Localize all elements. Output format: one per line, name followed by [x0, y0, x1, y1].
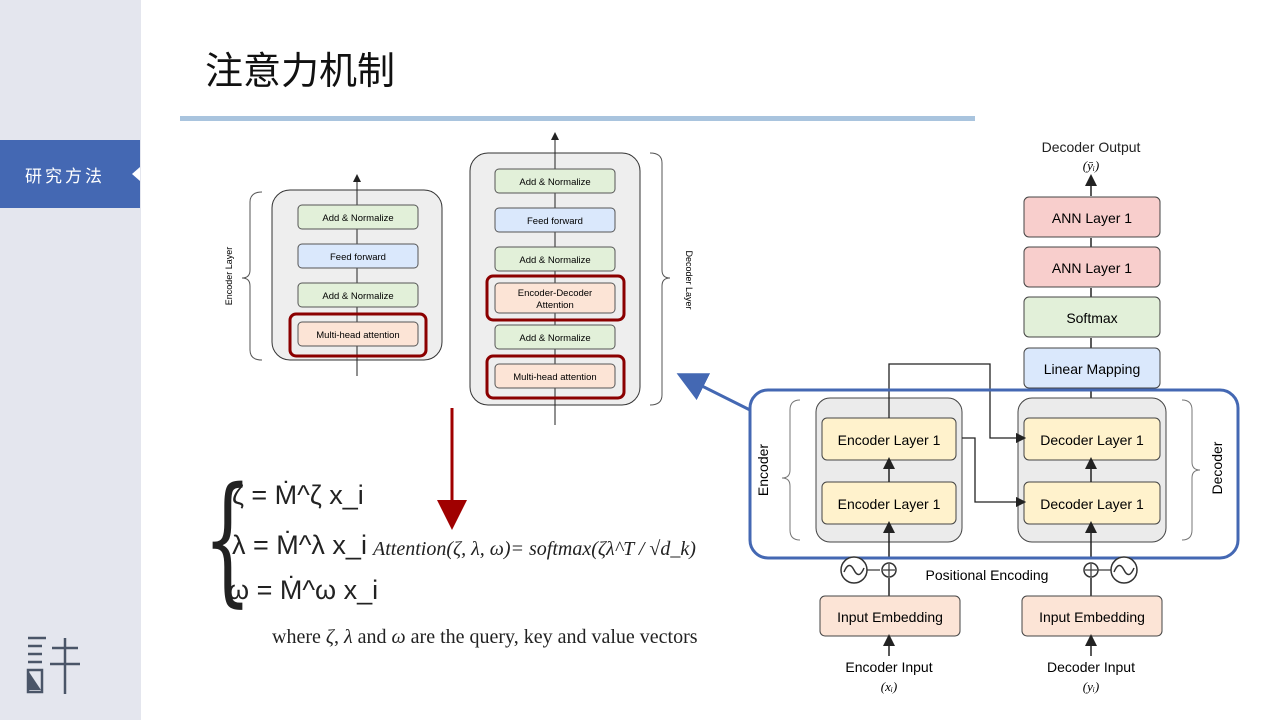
equation-omega: ω = Ṁ^ω x_i: [228, 575, 379, 605]
title-divider: [180, 116, 975, 121]
small-decoder-block: Multi-head attention: [513, 372, 596, 383]
page-title: 注意力机制: [205, 49, 396, 93]
tab-pointer-icon: [132, 167, 140, 181]
small-decoder-block: Add & Normalize: [519, 177, 590, 188]
small-decoder-block: Add & Normalize: [519, 333, 590, 344]
decoder-layer-block: Decoder Layer 1: [1040, 432, 1144, 448]
ann-layer-block: ANN Layer 1: [1052, 210, 1132, 226]
decoder-output-label: Decoder Output: [1042, 139, 1141, 155]
small-encoder-block: Add & Normalize: [322, 213, 393, 224]
architecture-diagram: Decoder Output (ȳᵢ) ANN Layer 1 ANN Laye…: [748, 139, 1240, 694]
small-decoder-side-label: Decoder Layer: [684, 250, 694, 309]
section-tab-label: 研究方法: [25, 166, 105, 186]
small-decoder-block: Attention: [536, 300, 574, 311]
small-encoder-block: Feed forward: [330, 252, 386, 263]
linear-mapping-block: Linear Mapping: [1044, 361, 1141, 377]
encoder-input-label: Encoder Input: [845, 659, 932, 675]
encoder-layer-block: Encoder Layer 1: [838, 496, 941, 512]
blue-link-arrow: [676, 373, 751, 412]
decoder-input-label: Decoder Input: [1047, 659, 1135, 675]
logo-icon: [26, 636, 80, 694]
positional-encoding-label: Positional Encoding: [926, 567, 1049, 583]
small-encoder-block: Multi-head attention: [316, 330, 399, 341]
ann-layer-block: ANN Layer 1: [1052, 260, 1132, 276]
softmax-block: Softmax: [1066, 310, 1117, 326]
input-embedding-block: Input Embedding: [1039, 609, 1145, 625]
small-encoder-side-label: Encoder Layer: [224, 247, 234, 306]
equation-zeta: ζ = Ṁ^ζ x_i: [232, 480, 364, 510]
equation-lambda: λ = Ṁ^λ x_i: [232, 530, 367, 560]
sidebar: [0, 0, 141, 720]
small-decoder-block: Add & Normalize: [519, 255, 590, 266]
decoder-side-label: Decoder: [1209, 441, 1225, 494]
attention-formula: Attention(ζ, λ, ω)= softmax(ζλ^T / √d_k): [373, 538, 696, 560]
decoder-layer-block: Decoder Layer 1: [1040, 496, 1144, 512]
section-tab[interactable]: 研究方法: [0, 140, 140, 208]
encoder-layer-block: Encoder Layer 1: [838, 432, 941, 448]
input-embedding-block: Input Embedding: [837, 609, 943, 625]
decoder-output-var: (ȳᵢ): [1083, 158, 1100, 173]
small-decoder-block: Encoder-Decoder: [518, 288, 592, 299]
small-decoder-diagram: Decoder Layer Add & Normalize Feed forwa…: [469, 132, 694, 425]
equation-caption: where ζ, λ and ω are the query, key and …: [272, 626, 698, 648]
small-encoder-diagram: Encoder Layer Add & Normalize Feed forwa…: [224, 174, 443, 376]
small-decoder-block: Feed forward: [527, 216, 583, 227]
small-encoder-block: Add & Normalize: [322, 291, 393, 302]
decoder-input-var: (yᵢ): [1083, 679, 1100, 694]
encoder-input-var: (xᵢ): [881, 679, 898, 694]
equation-brace: {: [203, 458, 252, 621]
encoder-side-label: Encoder: [755, 444, 771, 496]
